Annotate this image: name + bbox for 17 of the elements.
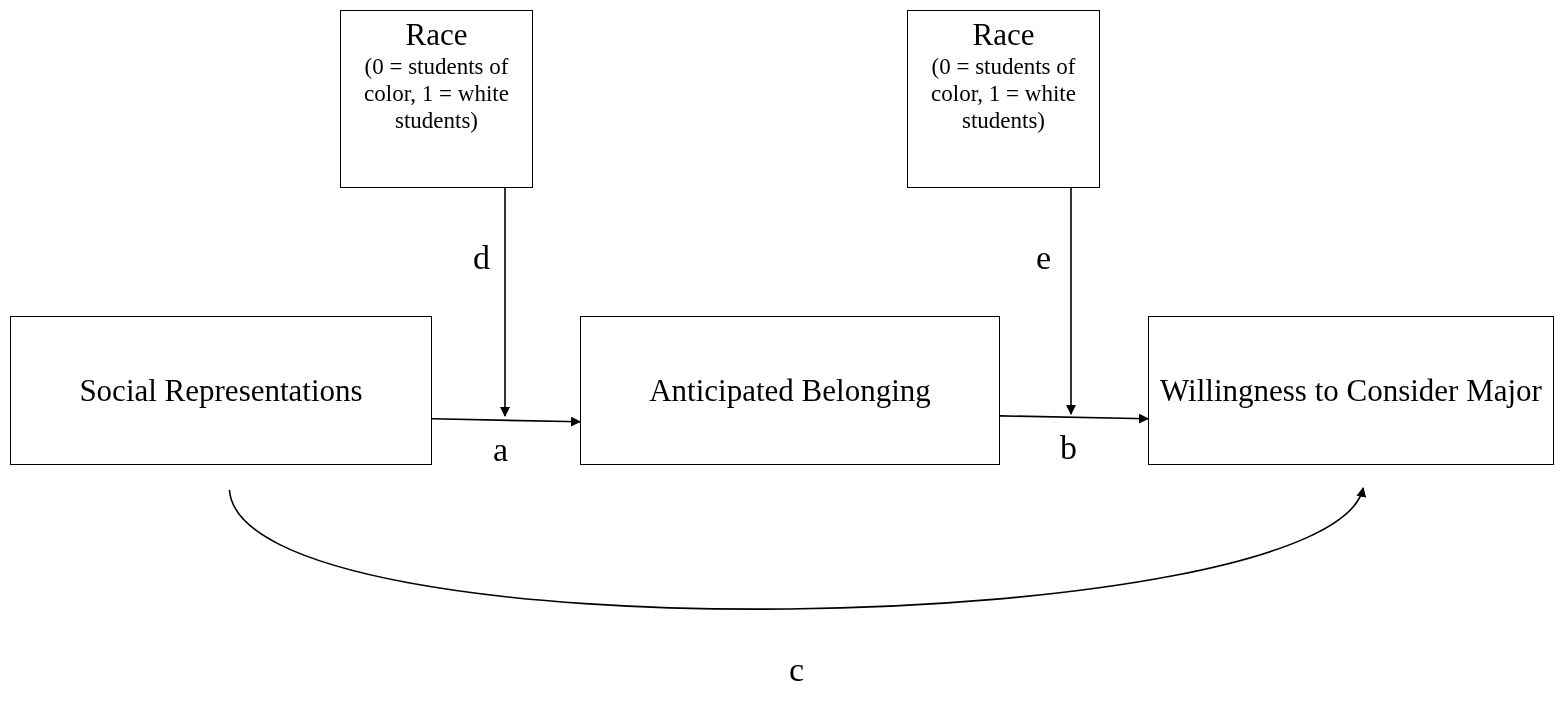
- arrow: [228, 487, 1364, 610]
- moderator-box: [907, 10, 1100, 188]
- box-heading: Race: [405, 17, 468, 53]
- arrow: [999, 413, 1149, 424]
- box-heading: Race: [972, 17, 1035, 53]
- arrow: [431, 416, 581, 427]
- box-heading: Anticipated Belonging: [649, 372, 931, 409]
- box-note: (0 = students of color, 1 = white students): [930, 53, 1077, 134]
- box-note: (0 = students of color, 1 = white students): [363, 53, 510, 134]
- box-heading: Willingness to Consider Major: [1160, 372, 1542, 409]
- variable-box: [1148, 316, 1554, 465]
- moderator-box: [340, 10, 533, 188]
- box-heading: Social Representations: [79, 372, 363, 409]
- variable-box: [10, 316, 432, 465]
- arrow: [500, 187, 510, 417]
- arrow: [1066, 187, 1076, 415]
- variable-box: [580, 316, 1000, 465]
